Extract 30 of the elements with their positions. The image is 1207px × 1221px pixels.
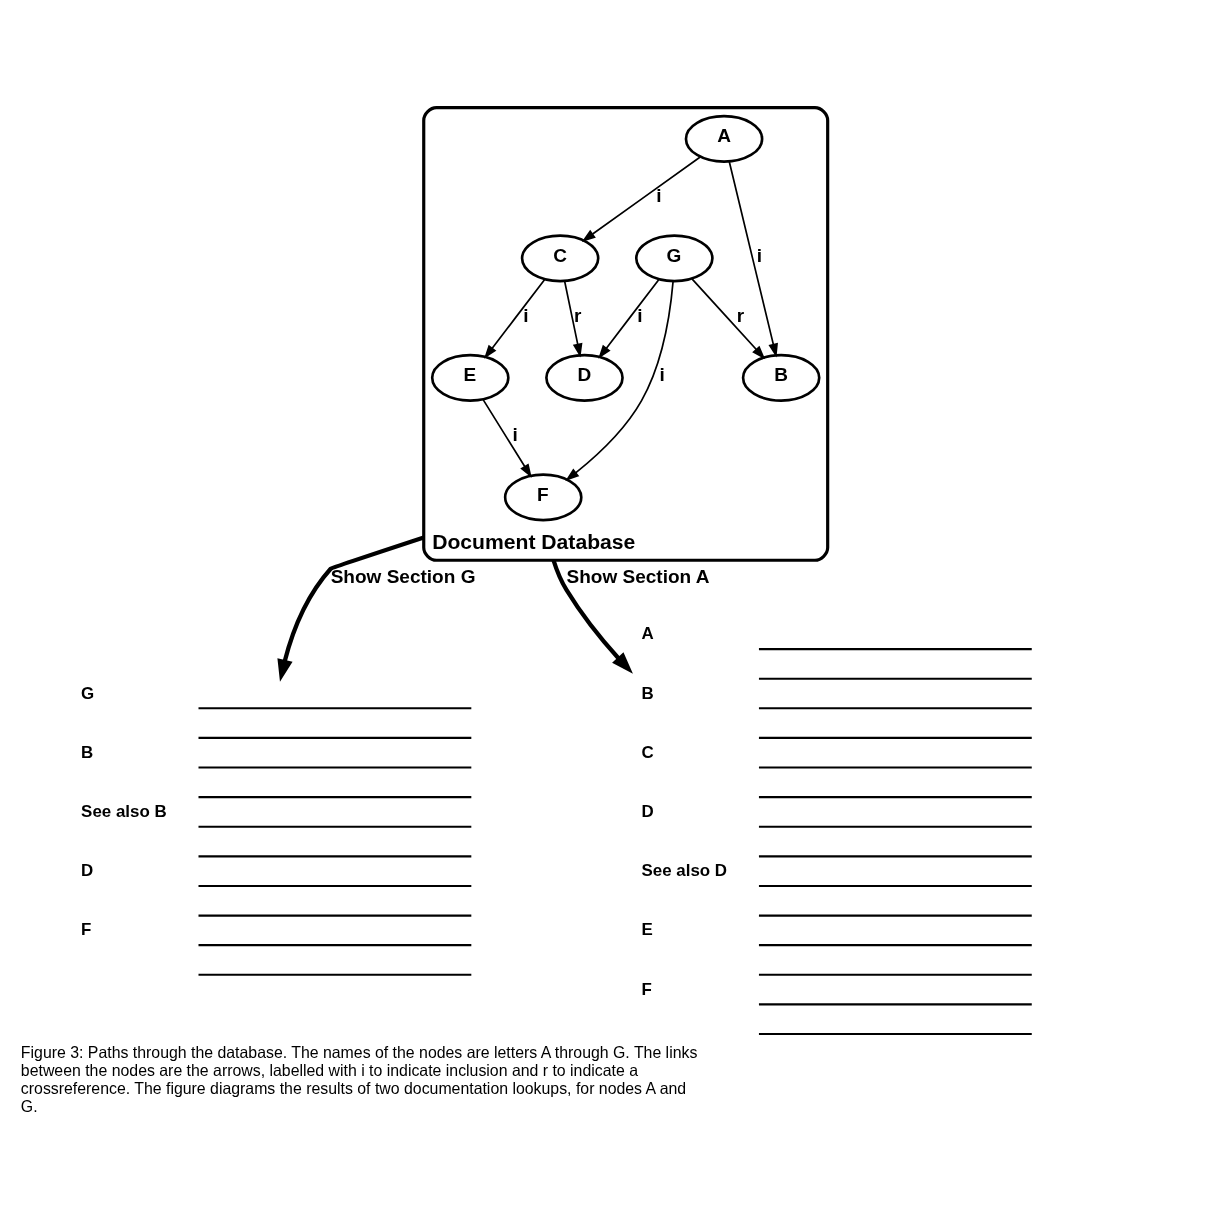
arrow [728, 160, 778, 358]
arrow [563, 280, 583, 358]
edge-label: i [756, 244, 763, 266]
node-ellipse: C [520, 234, 600, 283]
edge-label: Show Section G [330, 565, 476, 587]
node-ellipse: D [545, 353, 624, 402]
arrow [598, 278, 660, 359]
arrow [581, 156, 702, 242]
node-text: G B See also B D F [81, 683, 167, 940]
caption: Figure 3: Paths through the database. The names of the nodes are letters A through G. The links between the nodes are the arrows, labelled with i to indicate inclusion and r to indicate a crossreference. The figure diagrams the results of two documentation lookups, for nodes A and G. [20, 1044, 698, 1116]
arrow [691, 277, 766, 360]
node-ellipse: B [741, 353, 821, 402]
edge-label: i [656, 185, 662, 207]
node-text: A B C D See also D E F [641, 624, 728, 999]
arrow [484, 278, 546, 359]
edge-label: r [573, 304, 582, 326]
edge-label: i [523, 304, 529, 326]
node-ellipse: F [503, 473, 583, 522]
edge-label: r [736, 304, 745, 326]
node-ellipse: G [634, 234, 714, 283]
edge-label: i [637, 304, 643, 326]
node-ellipse: E [430, 353, 510, 402]
arrow [551, 559, 633, 674]
edge-label: i [659, 364, 665, 386]
edge-label: Show Section A [566, 565, 710, 587]
arrow [565, 280, 674, 481]
node-ellipse: A [684, 114, 764, 163]
arrow [277, 535, 425, 682]
edge-label: i [512, 424, 518, 446]
arrow [482, 398, 532, 478]
